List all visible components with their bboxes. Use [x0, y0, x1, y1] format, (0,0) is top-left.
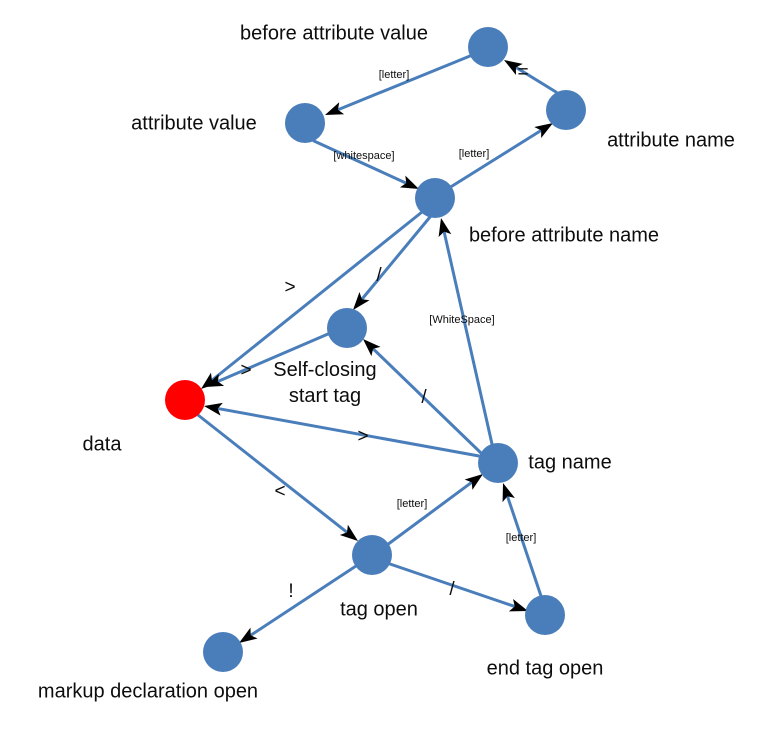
edge-tag-open-to-markup-declaration-open [248, 564, 358, 638]
arrowhead-tag-name-to-self-closing [363, 339, 381, 357]
edge-label-tag-name-to-before-attribute-name: [WhiteSpace] [429, 314, 494, 326]
edge-attribute-value-to-before-attribute-name [312, 139, 409, 186]
state-node-tag-name[interactable] [478, 443, 518, 483]
edge-label-self-closing-to-data: > [240, 360, 251, 381]
state-label-end-tag-open: end tag open [487, 657, 604, 679]
state-node-self-closing-start-tag[interactable] [327, 308, 367, 348]
edge-label-attribute-value-to-before-attribute-name: [whitespace] [333, 150, 394, 162]
node-labels-layer: before attribute value attribute name attr… [38, 22, 735, 702]
edges-layer [196, 54, 558, 643]
arrowhead-tag-open-to-markup-declaration-open [239, 627, 258, 643]
edge-tag-name-to-data [215, 406, 481, 458]
edge-label-tag-name-to-data: > [357, 426, 368, 447]
edge-label-before-attribute-name-to-data: > [284, 277, 295, 298]
state-label-data: data [83, 433, 123, 455]
edge-tag-open-to-end-tag-open [388, 562, 518, 609]
state-label-tag-name: tag name [528, 451, 611, 473]
edge-before-attribute-name-to-self-closing [359, 215, 432, 302]
state-node-data[interactable] [165, 380, 205, 420]
edge-label-before-attribute-value-to-attribute-value: [letter] [379, 69, 410, 81]
edge-labels-layer: [letter] = [whitespace] [letter] > / [WhiteSpa… [240, 62, 536, 602]
edge-label-tag-name-to-self-closing: / [421, 387, 427, 408]
nodes-layer [165, 27, 586, 672]
arrowhead-before-attribute-name-to-attribute-name [534, 123, 553, 139]
state-label-before-attribute-value: before attribute value [240, 22, 428, 44]
state-label-before-attribute-name: before attribute name [469, 224, 659, 246]
state-label-tag-open: tag open [340, 598, 418, 620]
arrowhead-end-tag-open-to-tag-name [502, 483, 515, 503]
state-node-end-tag-open[interactable] [525, 595, 565, 635]
edge-before-attribute-name-to-attribute-name [447, 128, 544, 190]
arrowhead-tag-open-to-end-tag-open [508, 599, 528, 612]
edge-tag-name-to-self-closing [370, 346, 483, 455]
arrowhead-before-attribute-name-to-data [201, 372, 220, 389]
edge-end-tag-open-to-tag-name [505, 493, 543, 598]
edge-label-tag-open-to-end-tag-open: / [449, 579, 455, 600]
edge-label-before-attribute-name-to-attribute-name: [letter] [459, 148, 490, 160]
edge-data-to-tag-open [196, 413, 350, 535]
state-label-attribute-value: attribute value [131, 112, 257, 134]
arrowhead-before-attribute-name-to-self-closing [353, 291, 370, 310]
edge-label-before-attribute-name-to-self-closing: / [376, 265, 382, 286]
edge-label-tag-open-to-tag-name: [letter] [397, 498, 428, 510]
arrowhead-self-closing-to-data [205, 373, 225, 387]
arrowhead-attribute-value-to-before-attribute-name [399, 175, 419, 189]
state-node-tag-open[interactable] [352, 535, 392, 575]
state-node-before-attribute-name[interactable] [415, 178, 455, 218]
edge-attribute-name-to-before-attribute-value [513, 65, 558, 94]
edge-label-data-to-tag-open: < [274, 481, 285, 502]
edge-label-end-tag-open-to-tag-name: [letter] [506, 532, 537, 544]
arrowhead-data-to-tag-open [339, 524, 358, 541]
edge-tag-open-to-tag-name [385, 480, 475, 547]
state-node-markup-declaration-open[interactable] [203, 632, 243, 672]
state-label-markup-declaration-open: markup declaration open [38, 680, 258, 702]
edge-before-attribute-name-to-data [209, 210, 424, 383]
edge-label-attribute-name-to-before-attribute-value: = [517, 62, 528, 83]
state-node-before-attribute-value[interactable] [468, 27, 508, 67]
edge-self-closing-to-data [215, 332, 330, 384]
state-node-attribute-name[interactable] [546, 90, 586, 130]
state-node-attribute-value[interactable] [285, 103, 325, 143]
edge-label-tag-open-to-markup-declaration-open: ! [288, 581, 293, 602]
edge-tag-name-to-before-attribute-name [442, 229, 494, 446]
arrowhead-tag-name-to-data [204, 402, 223, 416]
edge-before-attribute-value-to-attribute-value [335, 54, 472, 112]
arrowhead-tag-name-to-before-attribute-name [438, 218, 452, 237]
state-label-attribute-name: attribute name [607, 129, 735, 151]
arrowhead-tag-open-to-tag-name [464, 474, 483, 490]
arrowhead-before-attribute-value-to-attribute-value [325, 102, 345, 115]
arrowhead-attribute-name-to-before-attribute-value [504, 60, 523, 75]
